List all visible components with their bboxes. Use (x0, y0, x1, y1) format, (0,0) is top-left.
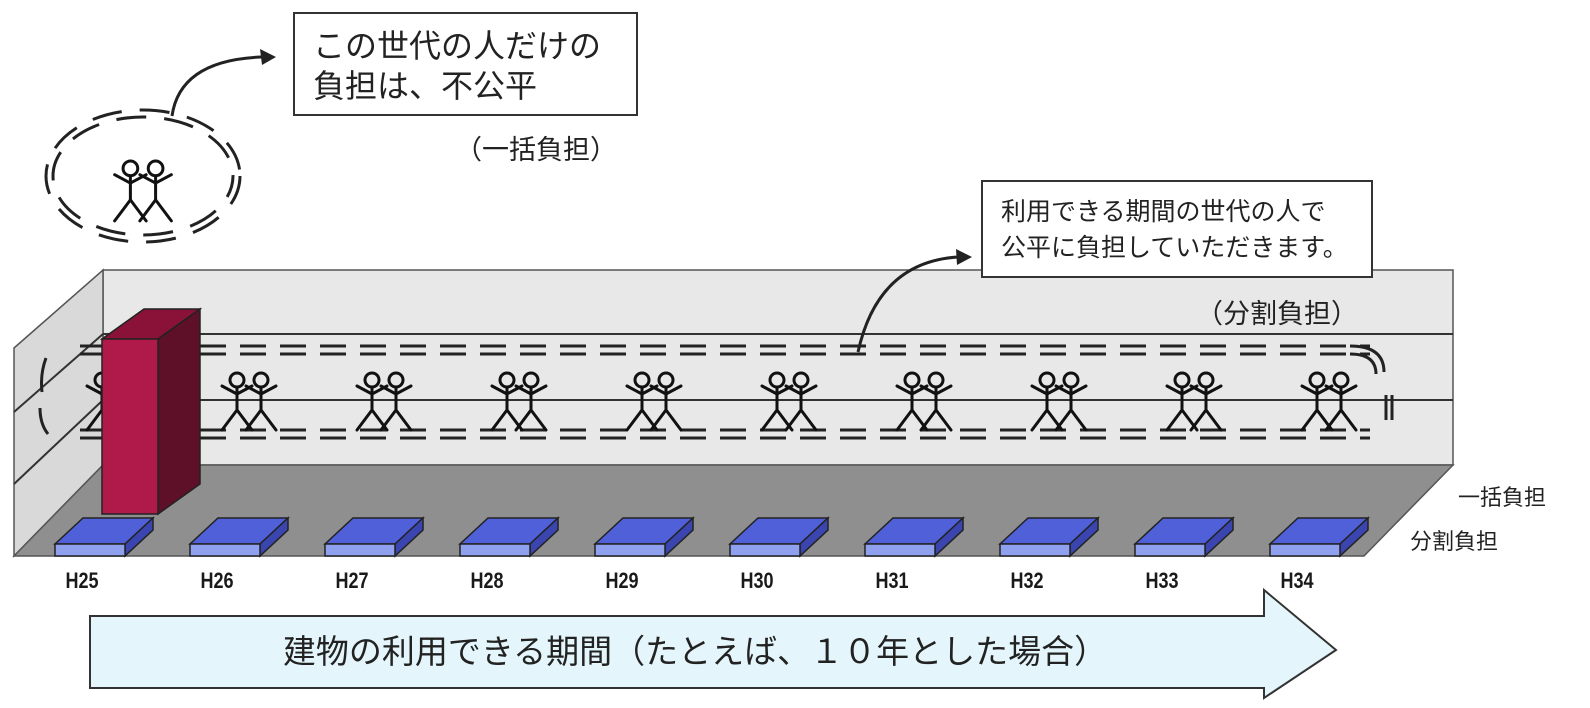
legend-lump-sum: 一括負担 (1458, 486, 1547, 511)
split-bar-H26 (188, 516, 290, 558)
people-pair-single-generation (113, 159, 173, 223)
split-bars (53, 516, 1370, 558)
split-bar-H25 (53, 516, 155, 558)
fair-callout: 利用できる期間の世代の人で 公平に負担していただきます。 (981, 180, 1373, 278)
unfair-callout-line2: 負担は、不公平 (313, 67, 538, 105)
gridline-left-lower (13, 399, 104, 485)
split-bar-H34 (1268, 516, 1370, 558)
timeline-caption: 建物の利用できる期間（たとえば、１０年とした場合） (282, 632, 1108, 671)
split-bracket-label: （分割負担） (1196, 299, 1358, 330)
split-group-enclosure (38, 344, 1394, 440)
lump-sum-bar-H25 (99, 307, 203, 516)
year-label-H26: H26 (200, 568, 234, 593)
single-generation-group (44, 108, 242, 244)
timeline-arrow (89, 587, 1338, 700)
lump-sum-bracket-label: （一括負担） (455, 135, 617, 166)
single-generation-people (113, 159, 173, 223)
split-bar-H33 (1133, 516, 1235, 558)
people-pair-H30 (760, 371, 818, 432)
split-bar-H31 (863, 516, 965, 558)
split-bar-H32 (998, 516, 1100, 558)
people-pair-H31 (895, 371, 953, 432)
year-label-H29: H29 (605, 568, 639, 593)
people-pair-H34 (1300, 371, 1358, 432)
fair-callout-line1: 利用できる期間の世代の人で (1001, 197, 1326, 226)
people-pair-H29 (625, 371, 683, 432)
fair-callout-line2: 公平に負担していただきます。 (1001, 233, 1348, 262)
unfair-callout-line1: この世代の人だけの (313, 27, 602, 65)
arrow-to-fair-callout (856, 249, 972, 353)
split-bar-H27 (323, 516, 425, 558)
year-label-H32: H32 (1010, 568, 1044, 593)
people-pair-H32 (1030, 371, 1088, 432)
unfair-callout: この世代の人だけの 負担は、不公平 (293, 12, 638, 116)
people-pair-H33 (1165, 371, 1223, 432)
legend-split: 分割負担 (1410, 530, 1499, 555)
year-label-H34: H34 (1280, 568, 1314, 593)
split-bar-H29 (593, 516, 695, 558)
year-label-H25: H25 (65, 568, 99, 593)
people-pair-H27 (355, 371, 413, 432)
split-bar-H28 (458, 516, 560, 558)
year-label-H31: H31 (875, 568, 909, 593)
people-pair-H26 (220, 371, 278, 432)
split-bar-H30 (728, 516, 830, 558)
year-label-H27: H27 (335, 568, 369, 593)
arrow-to-unfair-callout (170, 49, 276, 117)
year-label-H30: H30 (740, 568, 774, 593)
year-label-H28: H28 (470, 568, 504, 593)
year-label-H33: H33 (1145, 568, 1179, 593)
people-pair-H28 (490, 371, 548, 432)
